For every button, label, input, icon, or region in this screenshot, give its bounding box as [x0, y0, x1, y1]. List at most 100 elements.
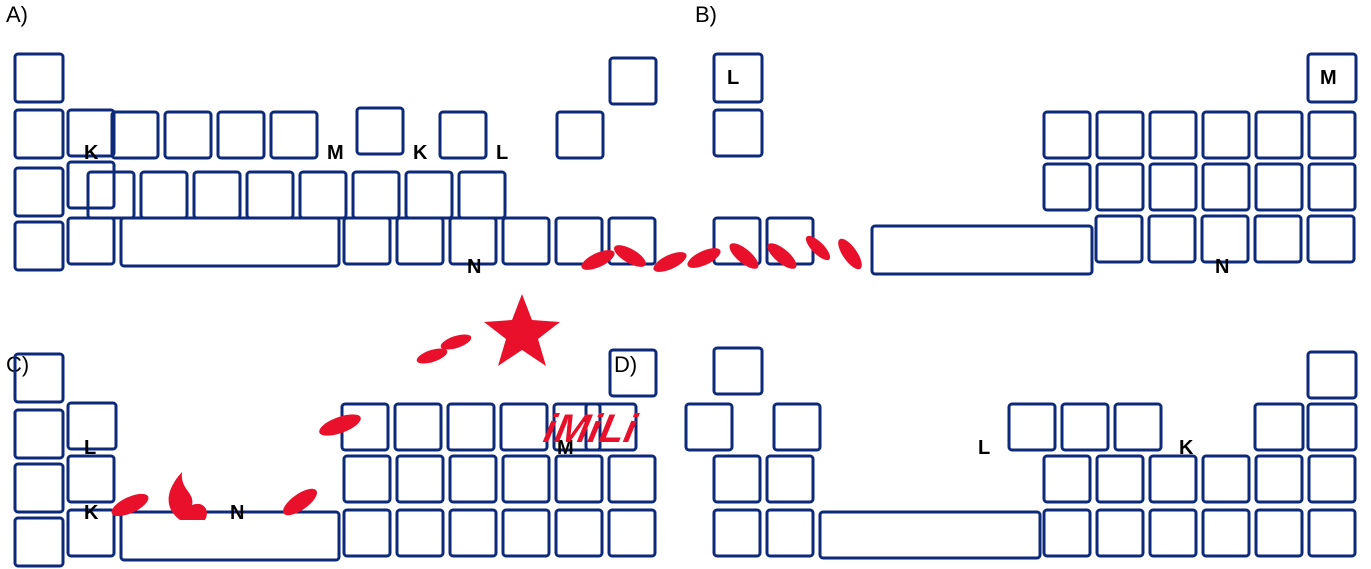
- cell: [712, 108, 764, 158]
- panel-c-letter-k: K: [84, 502, 99, 524]
- cell: [66, 401, 118, 451]
- cell: [501, 454, 551, 504]
- cell: [818, 510, 1042, 560]
- cell: [584, 402, 638, 452]
- cell: [1095, 162, 1145, 212]
- cell: [457, 170, 507, 220]
- cell: [13, 108, 65, 160]
- streak-icon: [440, 334, 472, 350]
- cell: [1042, 162, 1092, 212]
- cell: [1060, 402, 1110, 452]
- panel-d-grid: [684, 346, 1358, 560]
- cell: [119, 216, 341, 268]
- cell: [1113, 402, 1163, 452]
- panel-label-a: A): [6, 2, 28, 27]
- cell: [66, 454, 116, 504]
- flame-icon: [168, 472, 207, 520]
- cell: [1307, 162, 1357, 212]
- cell: [395, 216, 445, 266]
- panel-c-grid: [13, 348, 658, 568]
- leaf-icon: [838, 238, 862, 270]
- cell: [712, 346, 764, 396]
- cell: [13, 52, 65, 104]
- cell: [395, 508, 445, 558]
- cell: [554, 508, 604, 558]
- cell: [1042, 110, 1092, 160]
- cell: [1148, 162, 1198, 212]
- cell: [501, 216, 551, 266]
- cell: [1201, 454, 1251, 504]
- cell: [342, 216, 392, 266]
- watermark-logo: iMiLi: [111, 235, 862, 520]
- cell: [66, 216, 116, 266]
- cell: [216, 110, 266, 160]
- cell: [1147, 214, 1197, 264]
- cell: [446, 402, 496, 452]
- cell: [342, 454, 392, 504]
- cell: [712, 454, 762, 504]
- cell: [1148, 454, 1198, 504]
- cell: [684, 402, 734, 452]
- cell: [342, 508, 392, 558]
- panel-b-letter-m: M: [1320, 67, 1337, 89]
- cell: [765, 508, 815, 558]
- cell: [552, 402, 602, 452]
- panel-c-letter-n: N: [230, 502, 244, 524]
- cell: [13, 166, 65, 218]
- cell: [1306, 402, 1358, 452]
- panel-a-letter-m: M: [327, 142, 344, 164]
- leaf-icon: [767, 243, 797, 269]
- cell: [1253, 214, 1303, 264]
- cell: [1148, 110, 1198, 160]
- leaf-icon: [111, 493, 149, 517]
- cell: [1254, 162, 1304, 212]
- leaf-icon: [687, 248, 721, 268]
- cell: [269, 110, 319, 160]
- cell: [499, 402, 549, 452]
- cell: [393, 402, 443, 452]
- cell: [438, 110, 488, 160]
- cell: [1201, 110, 1251, 160]
- cell: [404, 170, 454, 220]
- leaf-icon: [805, 235, 831, 261]
- cell: [395, 454, 445, 504]
- cell: [351, 170, 401, 220]
- cell: [119, 510, 341, 562]
- cell: [66, 160, 116, 210]
- watermark-text: iMiLi: [540, 405, 641, 450]
- cell: [86, 170, 136, 220]
- cell: [13, 220, 65, 272]
- panel-d-letter-l: L: [978, 437, 990, 459]
- cell: [1200, 214, 1250, 264]
- cell: [1095, 454, 1145, 504]
- cell: [110, 110, 160, 160]
- cell: [448, 508, 498, 558]
- cell: [448, 216, 498, 266]
- leaf-icon: [653, 252, 687, 272]
- panel-a-letter-k2: K: [413, 142, 428, 164]
- panel-label-d: D): [614, 352, 637, 377]
- star-icon: [484, 294, 560, 366]
- cell: [870, 224, 1094, 276]
- cell: [1306, 350, 1358, 400]
- cell: [1253, 402, 1305, 452]
- cell: [1306, 52, 1358, 104]
- cell: [192, 170, 242, 220]
- cell: [1042, 508, 1092, 558]
- cell: [298, 170, 348, 220]
- cell: [139, 170, 189, 220]
- cell: [448, 454, 498, 504]
- panel-c-letter-m: M: [557, 437, 574, 459]
- cell: [1042, 454, 1092, 504]
- cell: [712, 216, 762, 266]
- leaf-icon: [729, 243, 759, 269]
- cell: [1254, 508, 1304, 558]
- streak-icon: [416, 348, 448, 364]
- cell: [608, 348, 658, 398]
- cell: [1095, 508, 1145, 558]
- cell: [1201, 162, 1251, 212]
- cell: [13, 516, 65, 568]
- cell: [555, 110, 605, 160]
- cell: [1307, 110, 1357, 160]
